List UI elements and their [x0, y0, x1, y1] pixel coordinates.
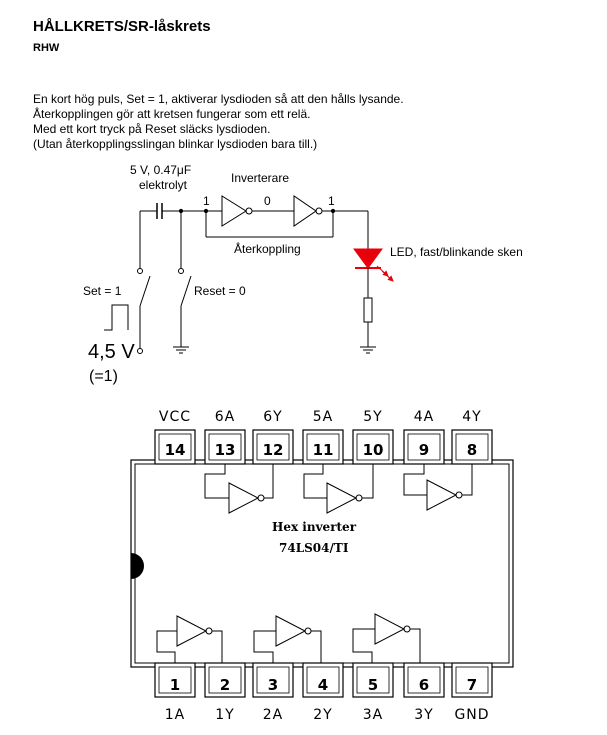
pin-name-label: 5Y	[363, 409, 382, 425]
feedback-label: Återkoppling	[234, 241, 301, 256]
pin-box	[451, 429, 493, 465]
pin-name-label: 4Y	[462, 409, 481, 425]
internal-gates	[156, 464, 473, 663]
chip-body	[130, 459, 514, 668]
pin-name-label: 3Y	[414, 707, 433, 723]
page-title: HÅLLKRETS/SR-låskrets	[33, 18, 211, 35]
chip-notch	[131, 553, 144, 579]
bottom-pin-1: 1 1A	[154, 662, 196, 723]
bottom-pin-3: 3 2A	[252, 662, 294, 723]
supply-logic-label: (=1)	[89, 368, 118, 385]
schematic	[104, 195, 394, 354]
capacitor-symbol	[140, 203, 208, 219]
pin-box	[154, 429, 196, 465]
pin-box	[154, 662, 196, 698]
pin-number: 7	[467, 676, 477, 694]
pin-box	[204, 662, 246, 698]
pin-number: 3	[268, 676, 278, 694]
pin-box	[252, 662, 294, 698]
pin-box	[403, 662, 445, 698]
top-pin-10: 10 5Y	[352, 409, 394, 465]
reset-switch-symbol	[178, 268, 192, 347]
logic-in-label: 1	[203, 194, 210, 208]
pin-number: 2	[220, 676, 230, 694]
pin-number: 6	[419, 676, 429, 694]
pin-name-label: GND	[454, 707, 489, 723]
pin-number: 9	[419, 441, 429, 459]
pin-name-label: 4A	[414, 409, 434, 425]
bottom-pin-2: 2 1Y	[204, 662, 246, 723]
pin-box	[302, 662, 344, 698]
description-text: En kort hög puls, Set = 1, aktiverar lys…	[33, 92, 404, 152]
pin-name-label: 6Y	[263, 409, 282, 425]
pulse-icon	[104, 304, 129, 331]
capacitor-value-label: 5 V, 0.47μF	[130, 163, 191, 177]
pin-box	[302, 429, 344, 465]
pin-name-label: 6A	[215, 409, 235, 425]
ground-icon-reset	[173, 346, 189, 354]
top-pin-13: 13 6A	[204, 409, 246, 465]
description-line-2: Återkopplingen gör att kretsen fungerar …	[33, 107, 311, 121]
led-label: LED, fast/blinkande sken	[390, 245, 523, 259]
pin-box	[352, 429, 394, 465]
top-pin-11: 11 5A	[302, 409, 344, 465]
pin-box	[252, 429, 294, 465]
pin-box	[204, 429, 246, 465]
reset-label: Reset = 0	[194, 284, 246, 298]
pin-name-label: VCC	[159, 409, 191, 425]
pin-number: 13	[215, 441, 236, 459]
logic-out-label: 1	[328, 194, 335, 208]
bottom-pin-6: 6 3Y	[403, 662, 445, 723]
pin-name-label: 1A	[165, 707, 185, 723]
capacitor-type-label: elektrolyt	[139, 178, 188, 192]
author-label: RHW	[33, 42, 60, 54]
top-pin-12: 12 6Y	[252, 409, 294, 465]
top-pin-14: 14 VCC	[154, 409, 196, 465]
inverter-2-symbol	[293, 195, 323, 227]
description-line-1: En kort hög puls, Set = 1, aktiverar lys…	[33, 92, 404, 106]
pin-number: 1	[170, 676, 180, 694]
pin-number: 11	[313, 441, 334, 459]
pin-name-label: 3A	[363, 707, 383, 723]
top-pin-8: 8 4Y	[451, 409, 493, 465]
chip-name-label: Hex inverter	[272, 520, 357, 534]
pin-number: 12	[263, 441, 284, 459]
pin-box	[352, 662, 394, 698]
supply-voltage-label: 4,5 V	[88, 341, 135, 363]
set-switch-symbol	[137, 268, 151, 354]
led-symbol	[353, 248, 394, 282]
description-line-3: Med ett kort tryck på Reset släcks lysdi…	[33, 122, 271, 136]
top-pins: 14 VCC 13 6A 12 6Y 11 5A 10 5Y 9 4A 8 4Y	[154, 409, 493, 465]
pin-name-label: 5A	[313, 409, 333, 425]
logic-mid-label: 0	[264, 194, 271, 208]
pin-name-label: 2A	[263, 707, 283, 723]
description-line-4: (Utan återkopplingsslingan blinkar lysdi…	[33, 137, 318, 151]
pin-name-label: 1Y	[215, 707, 234, 723]
ground-icon-led	[360, 346, 376, 354]
set-label: Set = 1	[83, 284, 122, 298]
inverters-label: Inverterare	[231, 171, 289, 185]
bottom-pin-5: 5 3A	[352, 662, 394, 723]
resistor-symbol	[363, 297, 373, 323]
pin-number: 8	[467, 441, 477, 459]
pin-number: 14	[165, 441, 186, 459]
top-pin-9: 9 4A	[403, 409, 445, 465]
pin-number: 5	[368, 676, 378, 694]
pin-number: 10	[363, 441, 384, 459]
ic-pinout: 14 VCC 13 6A 12 6Y 11 5A 10 5Y 9 4A 8 4Y 1 1A 2 1Y 3 2A 4 2Y…	[130, 409, 514, 723]
pin-box	[451, 662, 493, 698]
pin-name-label: 2Y	[313, 707, 332, 723]
chip-part-label: 74LS04/TI	[279, 541, 349, 555]
inverter-1-symbol	[208, 195, 253, 227]
bottom-pin-4: 4 2Y	[302, 662, 344, 723]
pin-number: 4	[318, 676, 328, 694]
feedback-loop	[203, 208, 336, 238]
